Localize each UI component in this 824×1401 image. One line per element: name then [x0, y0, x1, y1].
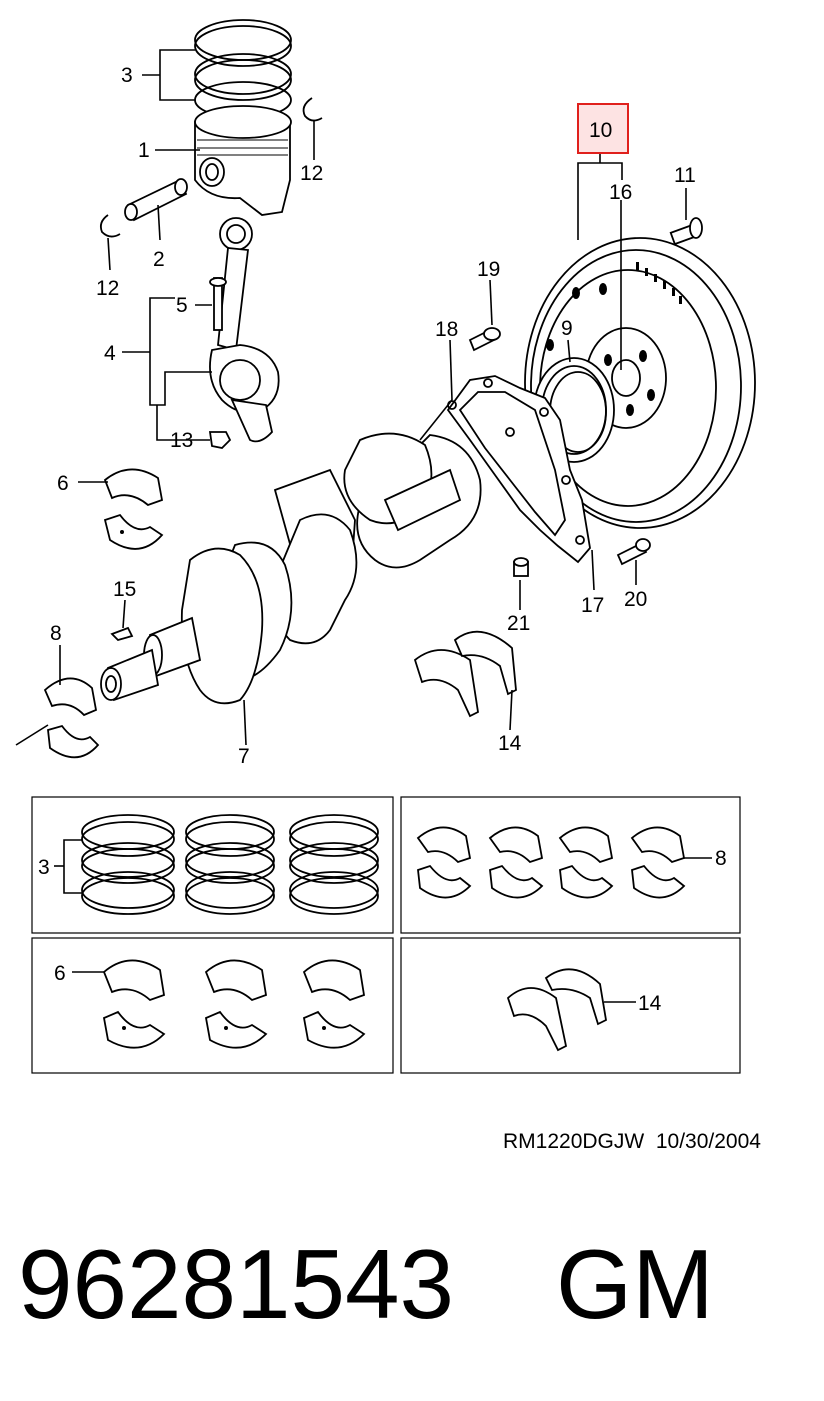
thrust-washer-set-illustrations — [506, 968, 636, 1052]
key-illustration — [110, 626, 134, 642]
piston-rings-illustration — [194, 19, 292, 119]
panel-callout-8: 8 — [715, 847, 727, 870]
panel-piston-rings — [31, 796, 394, 934]
callout-4: 4 — [104, 342, 116, 365]
panel-callout-14: 14 — [638, 992, 662, 1015]
housing-bolt-19-illustration — [468, 327, 501, 352]
highlight-box — [577, 103, 629, 154]
callout-7: 7 — [238, 745, 250, 768]
panel-callout-3: 3 — [38, 856, 50, 879]
callout-11: 11 — [674, 164, 696, 187]
flywheel-bolt-illustration — [669, 217, 703, 246]
rod-bearing-6-illustration — [103, 468, 164, 550]
brand: GM — [556, 1229, 714, 1339]
callout-21: 21 — [507, 612, 530, 635]
connecting-rod-illustration — [208, 217, 280, 449]
callout-9: 9 — [561, 317, 573, 340]
callout-labels: 3 1 12 2 12 5 4 13 6 15 8 7 18 19 9 10 1… — [50, 64, 696, 768]
leader-lines — [15, 49, 687, 746]
thrust-washer-14-illustration — [413, 630, 517, 718]
callout-2: 2 — [153, 248, 165, 271]
panel-callout-6: 6 — [54, 962, 66, 985]
snap-ring-illustration — [99, 97, 323, 238]
callout-5: 5 — [176, 294, 188, 317]
ring-set-illustrations — [54, 814, 379, 915]
panel-rod-bearings — [31, 937, 394, 1074]
callout-12-upper: 12 — [300, 162, 323, 185]
callout-6-top: 6 — [57, 472, 69, 495]
diagram-reference: RM1220DGJW 10/30/2004 — [503, 1130, 761, 1153]
part-number: 96281543 — [18, 1229, 454, 1339]
main-bearing-set-illustrations — [416, 826, 712, 899]
housing-bolt-20-illustration — [616, 538, 651, 566]
callout-8-top: 8 — [50, 622, 62, 645]
callout-18: 18 — [435, 318, 458, 341]
callout-3-top: 3 — [121, 64, 133, 87]
seal-housing-illustration — [446, 375, 591, 564]
callout-16: 16 — [609, 181, 632, 204]
dowel-pin-illustration — [513, 557, 529, 577]
callout-13: 13 — [170, 429, 193, 452]
callout-20: 20 — [624, 588, 647, 611]
panel-thrust-washers — [400, 937, 741, 1074]
callout-12-lower: 12 — [96, 277, 119, 300]
callout-14-top: 14 — [498, 732, 522, 755]
panel-main-bearings — [400, 796, 741, 934]
callout-1: 1 — [138, 139, 150, 162]
crankshaft-illustration — [100, 432, 482, 705]
callout-10: 10 — [589, 119, 612, 142]
main-bearing-8-illustration — [43, 677, 100, 759]
rod-bearing-set-illustrations — [72, 959, 366, 1049]
callout-15: 15 — [113, 578, 136, 601]
piston-illustration — [194, 105, 292, 216]
callout-19: 19 — [477, 258, 500, 281]
piston-pin-illustration — [124, 178, 188, 222]
callout-17: 17 — [581, 594, 604, 617]
